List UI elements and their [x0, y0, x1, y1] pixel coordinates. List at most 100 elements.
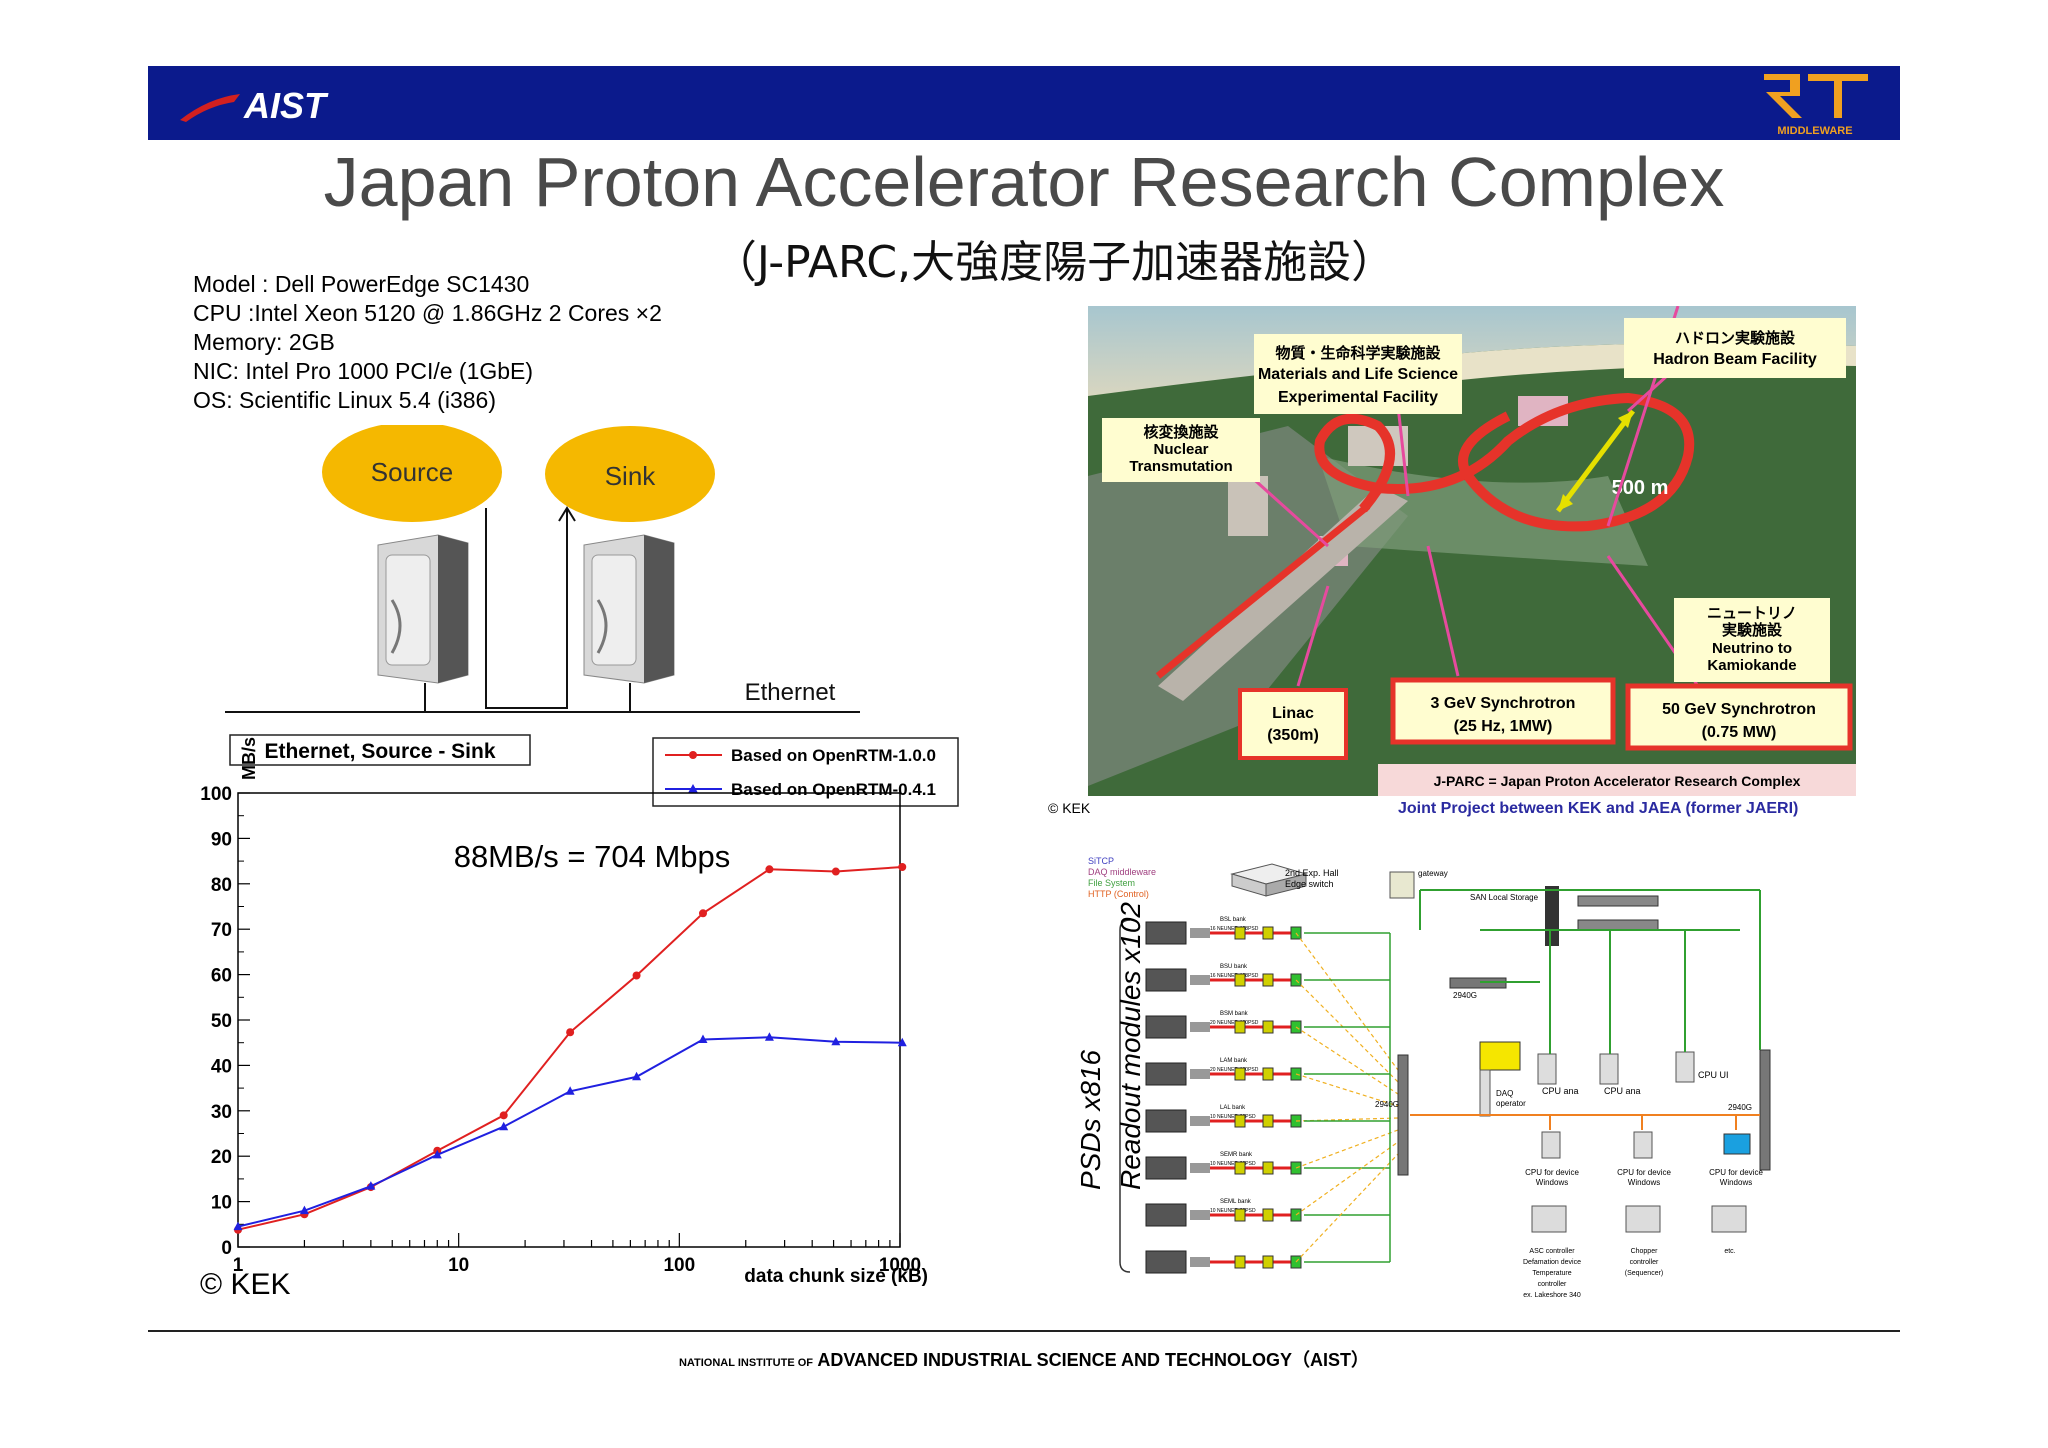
cpu-device-2-icon	[1633, 1131, 1653, 1159]
linac-beamline	[1155, 503, 1371, 679]
rt-r-shape-icon	[1764, 74, 1802, 118]
spec-cpu: CPU :Intel Xeon 5120 @ 1.86GHz 2 Cores ×…	[193, 300, 662, 326]
readout-board-icon	[1190, 928, 1210, 938]
spec-nic: NIC: Intel Pro 1000 PCI/e (1GbE)	[193, 358, 534, 384]
psd-module-icon	[1145, 1156, 1187, 1180]
x-tick-label: 100	[663, 1255, 695, 1276]
node-icon	[1234, 1020, 1246, 1034]
data-flow-arrow	[485, 508, 568, 709]
rt-t-shape-icon	[1808, 74, 1868, 118]
y-tick-label: 40	[211, 1056, 232, 1077]
daq-operator-monitor-icon	[1479, 1041, 1521, 1071]
chart-series	[233, 863, 907, 1234]
series-2-point	[432, 1149, 442, 1159]
switch-model-right: 2940G	[1728, 1103, 1752, 1112]
daq-network-diagram: SiTCP DAQ middleware File System HTTP (C…	[1075, 856, 1771, 1299]
cpu-ana-2-icon	[1599, 1053, 1619, 1085]
node-icon	[1234, 1161, 1246, 1175]
label-box-linac	[1238, 688, 1348, 760]
bank-name: BSM bank	[1220, 1011, 1249, 1017]
bank-name: LAL bank	[1220, 1105, 1246, 1111]
sink-server-icon	[583, 534, 675, 684]
node-icon	[1262, 926, 1274, 940]
server-rack-2	[1577, 919, 1659, 931]
x-tick-label: 1000	[879, 1255, 921, 1276]
readout-board-icon	[1190, 1210, 1210, 1220]
y-tick-label: 50	[211, 1011, 232, 1032]
series-2-point	[831, 1036, 841, 1046]
label-nuclear-en-2: Transmutation	[1129, 458, 1232, 475]
sitcp-link	[1295, 932, 1399, 1071]
readout-board-icon	[1190, 975, 1210, 985]
x-tick-label: 1	[233, 1255, 244, 1276]
source-server-icon	[377, 534, 469, 684]
gateway-label: gateway	[1418, 869, 1448, 878]
label-box-mlf	[1254, 334, 1462, 414]
footer-small-text: NATIONAL INSTITUTE OF	[678, 1357, 813, 1369]
cpu-ana-2-label: CPU ana	[1604, 1086, 1641, 1096]
spec-memory: Memory: 2GB	[193, 329, 335, 355]
aist-swoosh-icon	[180, 94, 240, 122]
bank-bracket	[1119, 919, 1131, 1273]
cpu-device-3-label-2: Windows	[1720, 1178, 1752, 1187]
bank-detail: 10 NEUNET, 80PSD	[1210, 1114, 1256, 1120]
label-box-neutrino	[1674, 598, 1830, 682]
label-mlf-en-1: Materials and Life Science	[1258, 366, 1458, 383]
page-title: Japan Proton Accelerator Research Comple…	[323, 143, 1725, 221]
label-hadron-en: Hadron Beam Facility	[1653, 351, 1817, 368]
series-2-point	[698, 1034, 708, 1044]
photo-credit: © KEK	[1048, 800, 1091, 816]
bank-detail: 16 NEUNET, 128PSD	[1210, 926, 1259, 932]
series-1-point	[698, 909, 707, 918]
psd-module-icon	[1145, 1109, 1187, 1133]
legend-label-series-1: Based on OpenRTM-1.0.0	[731, 746, 936, 765]
sink-ellipse	[545, 426, 715, 522]
series-1-point	[765, 865, 774, 874]
source-label: Source	[371, 457, 453, 487]
rt-middleware-logo: MIDDLEWARE	[1764, 74, 1868, 137]
footer: NATIONAL INSTITUTE OF ADVANCED INDUSTRIA…	[0, 1346, 2048, 1372]
bank-name: BSL bank	[1220, 917, 1247, 923]
cpu-device-1-label-1: CPU for device	[1525, 1168, 1579, 1177]
switch-label-2: Edge switch	[1285, 879, 1334, 889]
y-tick-label: 20	[211, 1147, 232, 1168]
series-line-2	[237, 1036, 903, 1228]
bank-name: SEMR bank	[1220, 1152, 1253, 1158]
bank-name: BSU bank	[1220, 964, 1248, 970]
psd-module-icon	[1145, 921, 1187, 945]
spec-model: Model : Dell PowerEdge SC1430	[193, 271, 530, 297]
footer-divider	[148, 1330, 1900, 1332]
header-bar	[148, 66, 1900, 140]
device-controller-2-icon	[1625, 1205, 1661, 1233]
throughput-chart: Ethernet, Source - Sink Based on OpenRTM…	[200, 734, 959, 1287]
readout-board-icon	[1190, 1069, 1210, 1079]
label-neutrino-jp-1: ニュートリノ	[1707, 605, 1797, 622]
label-neutrino-en-2: Kamiokande	[1707, 657, 1796, 674]
synchrotron-ring	[1314, 392, 1695, 532]
node-icon	[1234, 1208, 1246, 1222]
label-box-hadron	[1624, 318, 1846, 378]
node-icon	[1234, 1114, 1246, 1128]
psd-module-icon	[1145, 1203, 1187, 1227]
device-1-label-5: ex. Lakeshore 340	[1523, 1292, 1581, 1299]
bank-name: SEML bank	[1220, 1199, 1252, 1205]
label-linac-2: (350m)	[1267, 727, 1319, 744]
readout-module-count-label: Readout modules x102	[1115, 902, 1146, 1190]
node-icon	[1262, 1114, 1274, 1128]
series-1-point	[632, 971, 641, 980]
y-tick-label: 90	[211, 829, 232, 850]
legend-marker-series-2	[688, 784, 698, 793]
series-2-point	[233, 1221, 243, 1231]
node-icon	[1234, 1067, 1246, 1081]
distance-label: 500 m	[1612, 477, 1669, 499]
readout-board-icon	[1190, 1116, 1210, 1126]
source-ellipse	[322, 425, 502, 522]
switch-model-left: 2940G	[1375, 1100, 1399, 1109]
chart-title: Ethernet, Source - Sink	[264, 740, 495, 763]
caption-box	[1378, 764, 1856, 796]
label-box-50gev	[1625, 683, 1853, 751]
device-controller-1-icon	[1531, 1205, 1567, 1233]
bank-detail: 10 NEUNET, 80PSD	[1210, 1208, 1256, 1214]
device-1-label-2: Defamation device	[1523, 1259, 1581, 1266]
